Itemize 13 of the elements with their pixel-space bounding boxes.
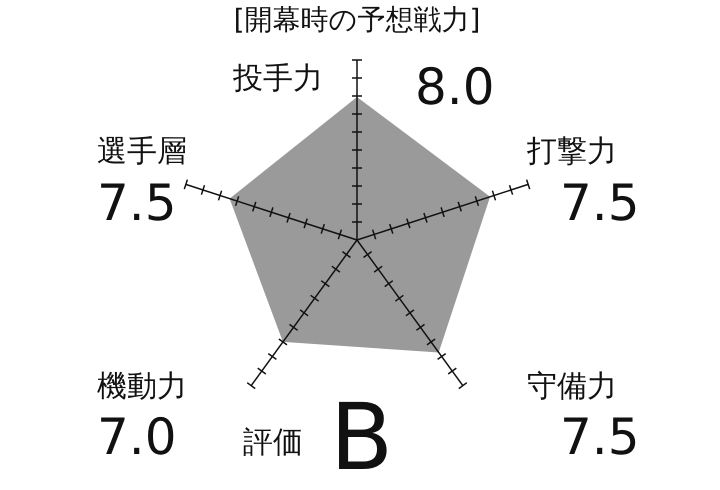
rating-grade: B	[330, 392, 394, 484]
rating-label: 評価	[243, 428, 303, 458]
axis-label: 選手層	[97, 137, 187, 167]
chart-title: [開幕時の予想戦力]	[232, 6, 482, 34]
axis-label: 投手力	[233, 64, 323, 94]
axis-label: 守備力	[527, 372, 617, 402]
axis-value: 7.5	[560, 178, 640, 228]
axis-value: 7.5	[97, 178, 177, 228]
axis-value: 8.0	[415, 62, 495, 112]
axis-label: 機動力	[97, 372, 187, 402]
axis-value: 7.5	[560, 412, 640, 462]
axis-value: 7.0	[97, 412, 177, 462]
axis-label: 打撃力	[527, 137, 617, 167]
